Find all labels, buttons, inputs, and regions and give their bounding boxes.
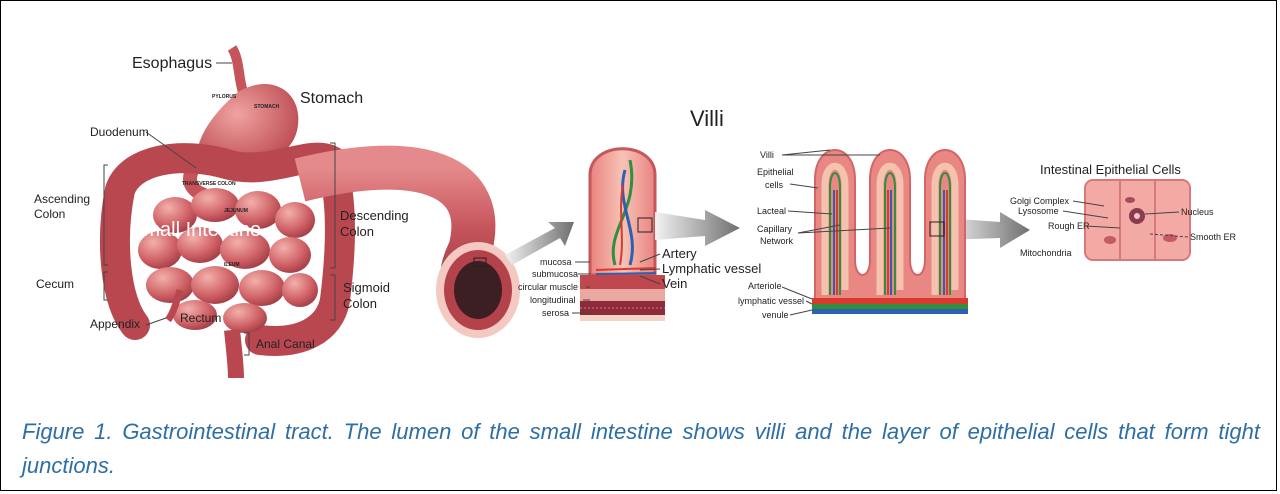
- label-transverse-colon: TRANSVERSE COLON: [182, 181, 236, 187]
- label-anal-canal: Anal Canal: [256, 337, 315, 351]
- label-mitochondria: Mitochondria: [1020, 248, 1072, 258]
- label-small-intestine: Small Intestine: [130, 219, 261, 241]
- label-smooth-er: Smooth ER: [1190, 232, 1237, 242]
- label-sigmoid-colon-1: Sigmoid: [343, 280, 390, 295]
- label-capillary-1: Capillary: [757, 224, 793, 234]
- rectum-shape: [232, 330, 236, 378]
- label-stomach: Stomach: [300, 90, 363, 107]
- villi-title: Villi: [690, 106, 724, 131]
- label-capillary-2: Network: [760, 236, 794, 246]
- label-epithelial-2: cells: [765, 180, 784, 190]
- label-ileum: ILEUM: [224, 262, 240, 268]
- arrow-to-villi: [655, 210, 740, 246]
- label-venule: venule: [762, 310, 789, 320]
- label-golgi: Golgi Complex: [1010, 196, 1070, 206]
- esophagus-shape: [232, 48, 244, 95]
- label-rough-er: Rough ER: [1048, 221, 1090, 231]
- figure-illustration: Esophagus Stomach PYLORUS STOMACH Duoden…: [0, 0, 1280, 410]
- cells-title: Intestinal Epithelial Cells: [1040, 162, 1181, 177]
- label-vein: Vein: [662, 276, 687, 291]
- label-appendix: Appendix: [90, 317, 140, 331]
- label-lacteal: Lacteal: [757, 206, 786, 216]
- label-jejunum: JEJUNUM: [224, 208, 248, 214]
- label-ascending-colon-1: Ascending: [34, 192, 90, 206]
- label-arteriole: Arteriole: [748, 281, 782, 291]
- label-stomach-inner: STOMACH: [254, 104, 280, 110]
- label-villi-lymphatic: lymphatic vessel: [738, 296, 804, 306]
- label-nucleus: Nucleus: [1181, 207, 1214, 217]
- label-esophagus: Esophagus: [132, 55, 212, 72]
- figure-caption: Figure 1. Gastrointestinal tract. The lu…: [22, 415, 1260, 483]
- label-submucosa: submucosa: [532, 269, 578, 279]
- label-duodenum: Duodenum: [90, 125, 149, 139]
- label-descending-colon-2: Colon: [340, 224, 374, 239]
- label-cecum: Cecum: [36, 277, 74, 291]
- label-mucosa: mucosa: [540, 257, 572, 267]
- label-artery: Artery: [662, 246, 697, 261]
- label-villi: Villi: [760, 150, 774, 160]
- label-lysosome: Lysosome: [1018, 206, 1059, 216]
- label-epithelial-1: Epithelial: [757, 167, 794, 177]
- label-serosa: serosa: [542, 308, 569, 318]
- villi-group-illustration: [812, 150, 968, 314]
- label-rectum: Rectum: [180, 311, 221, 325]
- label-descending-colon-1: Descending: [340, 208, 409, 223]
- label-ascending-colon-2: Colon: [34, 207, 65, 221]
- label-sigmoid-colon-2: Colon: [343, 296, 377, 311]
- label-lymphatic-vessel: Lymphatic vessel: [662, 261, 761, 276]
- label-circular-muscle: circular muscle: [518, 282, 578, 292]
- single-villus-illustration: [580, 149, 665, 321]
- epithelial-cells-illustration: [1085, 180, 1190, 260]
- label-longitudinal: longitudinal: [530, 295, 576, 305]
- label-pylorus: PYLORUS: [212, 94, 237, 100]
